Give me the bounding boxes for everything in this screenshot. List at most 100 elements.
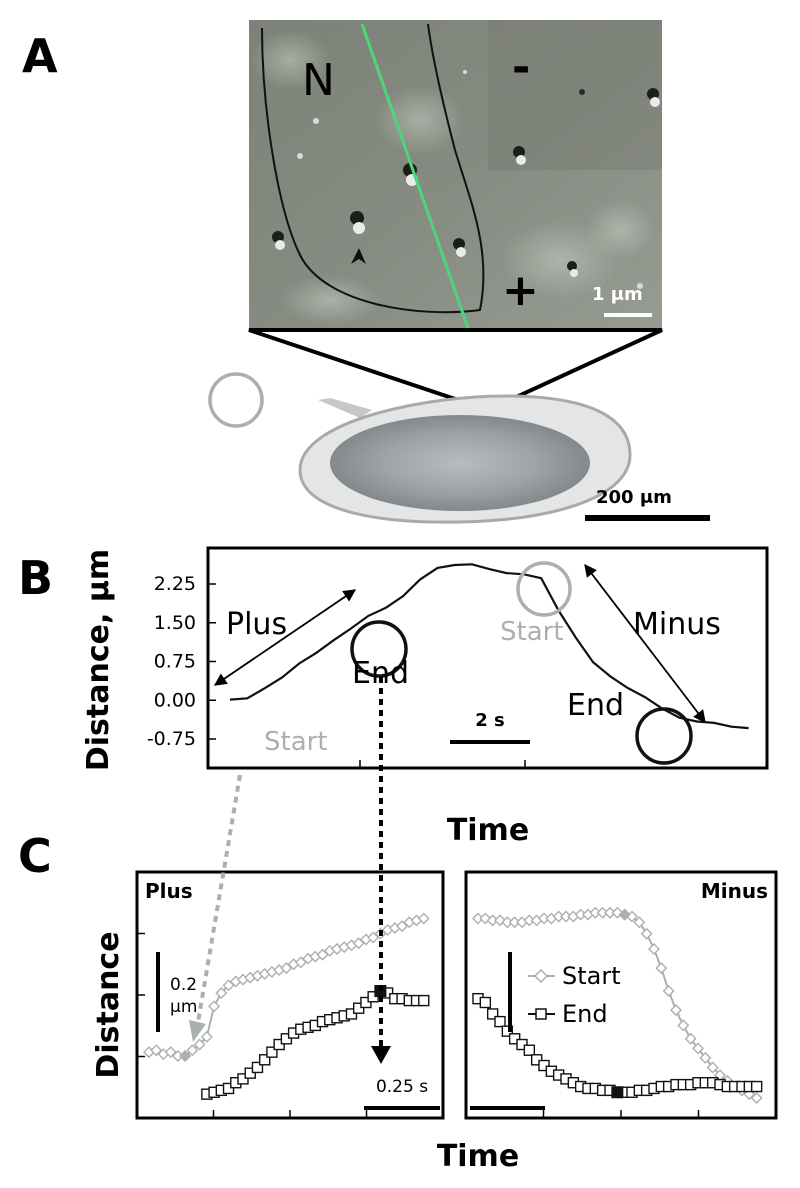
plus-end-annotation: End: [352, 656, 409, 691]
end-point: [486, 1008, 499, 1020]
start-point: [692, 1042, 704, 1055]
end-point: [258, 1054, 271, 1066]
start-point: [280, 962, 293, 975]
start-point: [150, 1044, 163, 1057]
plus-run-arrow: [213, 589, 357, 686]
start-point: [164, 1046, 177, 1059]
zoom-lines: [248, 328, 663, 413]
end-point: [222, 1082, 235, 1095]
start-point: [648, 943, 660, 956]
end-point: [750, 1080, 763, 1093]
y-axis-title: Distance, µm: [81, 549, 116, 771]
end-point: [273, 1038, 285, 1051]
start-point: [684, 1032, 697, 1045]
start-point: [655, 962, 668, 975]
end-point: [244, 1067, 256, 1079]
start-point: [215, 986, 228, 999]
microscopy-particles: [272, 70, 660, 289]
start-point: [294, 956, 307, 969]
start-point: [699, 1051, 712, 1064]
end-point: [251, 1061, 264, 1074]
start-point: [193, 1038, 206, 1051]
plus-start-circle: [208, 372, 264, 428]
start-point: [316, 948, 329, 961]
mini-title: Minus: [701, 879, 768, 903]
minus-end-annotation: End: [567, 688, 624, 723]
minus-end-label: -: [512, 42, 530, 93]
chart-b-frame: [206, 546, 769, 770]
plus-x-scale-label: 0.25 s: [376, 1077, 428, 1097]
end-point: [418, 994, 430, 1007]
end-point: [523, 1044, 536, 1056]
start-point: [222, 979, 235, 992]
start-point: [352, 937, 365, 950]
y-tick-label: 0.75: [154, 651, 196, 673]
particle-arrowhead: [351, 248, 366, 264]
nucleus-label: N: [302, 55, 335, 106]
mini-title: Plus: [145, 879, 193, 903]
start-point: [640, 927, 653, 940]
end-point: [494, 1015, 506, 1028]
legend-end-label: End: [562, 1000, 608, 1028]
end-point: [530, 1054, 543, 1066]
start-point: [706, 1061, 719, 1074]
panel-c-letter: C: [18, 829, 52, 883]
microscopy-inset: N - + 1 μm: [249, 20, 662, 330]
minus-end-highlight: [611, 1086, 624, 1099]
start-point: [633, 916, 646, 929]
y-tick-label: -0.75: [147, 728, 196, 750]
start-point: [367, 931, 380, 944]
end-point: [501, 1025, 514, 1037]
legend-start-label: Start: [562, 962, 621, 990]
minus-start-annotation: Start: [500, 617, 564, 647]
end-point: [516, 1038, 528, 1051]
track-line: [360, 23, 470, 329]
plus-end-highlight: [374, 985, 387, 998]
end-connector-head: [371, 1046, 391, 1064]
start-point: [417, 912, 430, 925]
minus-start-highlight: [618, 908, 631, 921]
end-point: [508, 1033, 521, 1045]
start-point: [208, 1000, 221, 1013]
end-point: [237, 1073, 249, 1085]
plus-start-annotation: Start: [264, 727, 328, 757]
end-point: [360, 996, 372, 1009]
start-point: [662, 985, 675, 998]
panel-c-xlabel: Time: [437, 1139, 519, 1174]
y-tick-label: 0.00: [154, 689, 196, 711]
panel-b-letter: B: [18, 551, 53, 605]
y-tick-label: 1.50: [154, 612, 196, 634]
plus-y-scale-value: 0.2: [170, 975, 197, 995]
inset-scale-label: 1 μm: [592, 284, 643, 305]
start-point: [670, 1004, 682, 1017]
end-point: [266, 1046, 278, 1058]
start-point: [200, 1030, 213, 1043]
start-connector: [195, 774, 242, 1029]
embryo-scale-label: 200 μm: [596, 487, 672, 508]
y-tick-label: 2.25: [154, 573, 196, 595]
embryo: [298, 394, 632, 524]
start-point: [186, 1044, 199, 1057]
x-axis-title: Time: [447, 813, 529, 848]
panel-c-ylabel: Distance: [91, 931, 126, 1078]
start-point: [396, 920, 409, 933]
distance-trace: [229, 563, 749, 730]
start-point: [750, 1092, 763, 1104]
time-scale-label: 2 s: [475, 710, 505, 731]
start-point: [677, 1019, 690, 1032]
end-point: [345, 1008, 358, 1020]
connectors: [189, 677, 391, 1064]
end-point: [280, 1033, 293, 1045]
minus-start-circle: [516, 561, 572, 617]
start-connector-head: [189, 1020, 206, 1042]
end-point: [538, 1059, 550, 1072]
plus-start-highlight: [179, 1049, 192, 1062]
end-point: [479, 996, 492, 1009]
minus-run-arrow: [584, 563, 706, 724]
panel-a-letter: A: [22, 29, 58, 83]
end-point: [352, 1002, 365, 1014]
